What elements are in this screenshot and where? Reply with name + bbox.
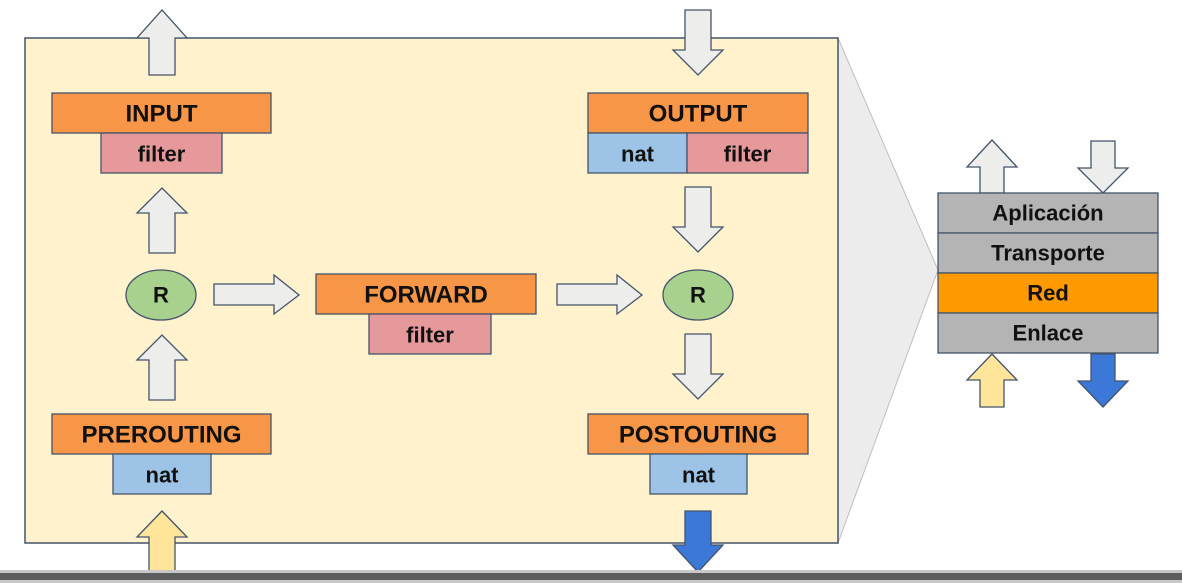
table-nat bbox=[112, 453, 212, 495]
layer-label: Aplicación bbox=[992, 201, 1103, 226]
spellcheck-underline bbox=[611, 446, 781, 450]
table-nat bbox=[649, 453, 748, 495]
arrow-down-icon bbox=[671, 9, 725, 76]
arrow-down-icon bbox=[1076, 140, 1130, 194]
router-label: R bbox=[153, 283, 169, 308]
chain-header bbox=[51, 413, 272, 455]
layer-box bbox=[937, 312, 1159, 354]
protocol-stack: Aplicación Transporte Red Enlace bbox=[937, 192, 1159, 354]
layer-label: Enlace bbox=[1013, 321, 1084, 346]
chain-header bbox=[587, 92, 809, 134]
router-label: R bbox=[690, 283, 706, 308]
arrow-down-icon bbox=[671, 186, 725, 253]
arrow-up-icon bbox=[135, 334, 189, 401]
layer-box bbox=[937, 232, 1159, 274]
table-label: filter bbox=[138, 142, 186, 167]
chain-label: OUTPUT bbox=[649, 101, 748, 128]
arrow-right-icon bbox=[556, 273, 644, 316]
arrow-down-icon bbox=[671, 333, 725, 400]
chain-prerouting: PREROUTING nat bbox=[51, 413, 272, 495]
chain-postrouting: POSTOUTING nat bbox=[587, 413, 809, 495]
arrow-outgoing-icon bbox=[1076, 353, 1130, 408]
arrow-up-icon bbox=[135, 187, 189, 254]
router-node bbox=[125, 269, 197, 321]
chain-output: OUTPUT nat filter bbox=[587, 92, 809, 174]
router-right: R bbox=[662, 269, 734, 321]
window-border bbox=[0, 580, 1182, 583]
arrow-outgoing-icon bbox=[671, 510, 725, 573]
router-node bbox=[662, 269, 734, 321]
arrow-incoming-icon bbox=[135, 510, 189, 573]
table-label: nat bbox=[682, 463, 716, 488]
router-left: R bbox=[125, 269, 197, 321]
layer-box bbox=[937, 192, 1159, 234]
table-label: filter bbox=[724, 142, 772, 167]
table-label: nat bbox=[146, 463, 180, 488]
chain-label: INPUT bbox=[126, 101, 198, 128]
chain-label: POSTOUTING bbox=[619, 422, 777, 449]
layer-red: Red bbox=[937, 272, 1159, 314]
table-label: filter bbox=[406, 323, 454, 348]
layer-transporte: Transporte bbox=[937, 232, 1159, 274]
arrow-up-icon bbox=[965, 139, 1019, 194]
window-border bbox=[0, 570, 1182, 573]
chain-header bbox=[315, 273, 537, 315]
zoom-funnel bbox=[837, 37, 939, 544]
arrow-up-icon bbox=[135, 9, 189, 76]
arrow-incoming-icon bbox=[965, 353, 1019, 408]
chain-forward: FORWARD filter bbox=[315, 273, 537, 355]
chain-header bbox=[51, 92, 272, 134]
table-nat bbox=[587, 132, 688, 174]
window-border bbox=[0, 573, 1182, 580]
chain-input: INPUT filter bbox=[51, 92, 272, 174]
layer-label: Red bbox=[1027, 281, 1069, 306]
layer-label: Transporte bbox=[991, 241, 1105, 266]
layer-aplicacion: Aplicación bbox=[937, 192, 1159, 234]
table-filter bbox=[100, 132, 223, 174]
layer-enlace: Enlace bbox=[937, 312, 1159, 354]
table-filter bbox=[368, 313, 492, 355]
table-filter bbox=[686, 132, 809, 174]
arrow-right-icon bbox=[213, 273, 301, 316]
chain-label: PREROUTING bbox=[81, 422, 241, 449]
chain-label: FORWARD bbox=[364, 282, 488, 309]
table-label: nat bbox=[621, 142, 655, 167]
